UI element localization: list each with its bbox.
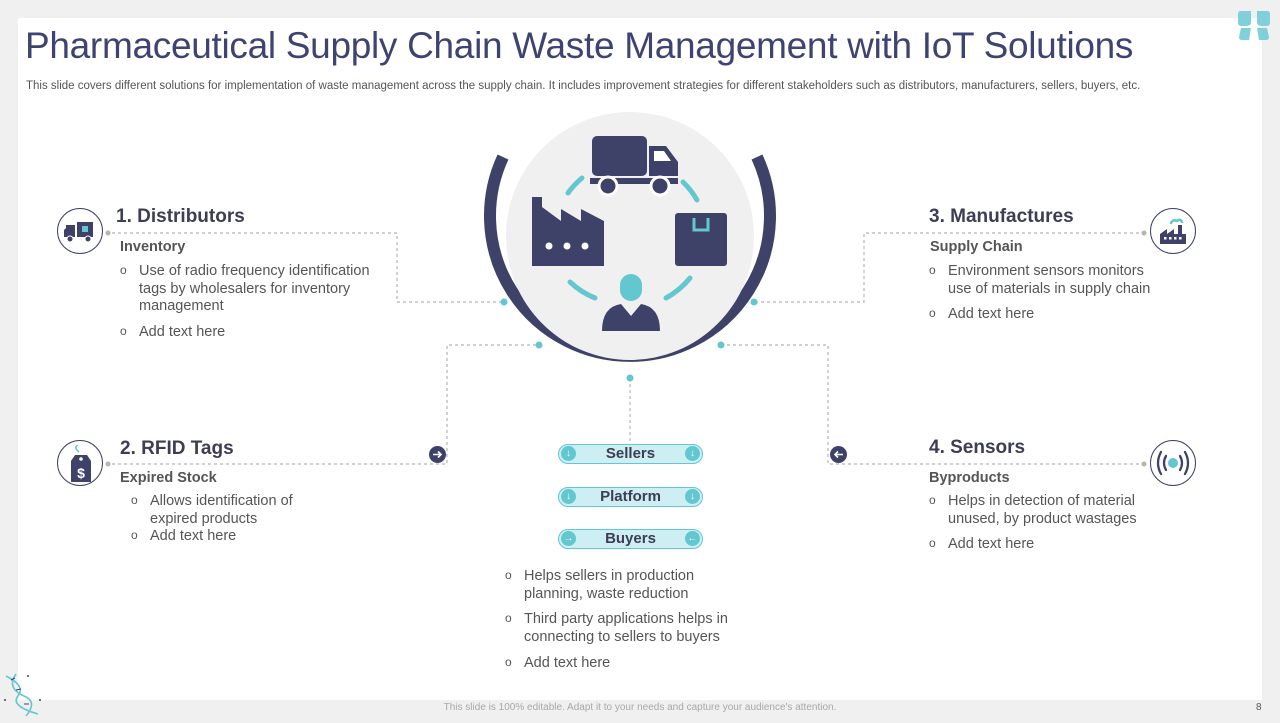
center-bullet: Third party applications helps in connec…	[505, 610, 744, 646]
manufactures-title: 3. Manufactures	[929, 206, 1074, 227]
distributors-icon-circle	[57, 208, 103, 254]
rfid-title: 2. RFID Tags	[120, 438, 234, 459]
price-tag-icon: $	[71, 445, 91, 482]
rfid-bullet: Allows identification of expired product…	[131, 492, 325, 528]
chevron-down-icon: ↓	[561, 489, 576, 504]
truck-hub-icon	[590, 134, 680, 203]
factory-hub-icon	[531, 195, 605, 272]
sensors-bullet: Add text here	[929, 535, 1163, 554]
pill-label: Platform	[600, 488, 661, 505]
arrow-right-icon: →	[561, 531, 576, 546]
footer-text: This slide is 100% editable. Adapt it to…	[443, 702, 837, 713]
central-hub	[480, 105, 780, 395]
svg-text:$: $	[77, 465, 85, 481]
arrow-right-icon	[429, 446, 446, 468]
center-bullet: Helps sellers in production planning, wa…	[505, 567, 744, 603]
sensors-title: 4. Sensors	[929, 437, 1026, 458]
chevron-down-icon: ↓	[561, 446, 576, 461]
manufactures-bullet: Environment sensors monitors use of mate…	[929, 262, 1163, 298]
sensor-icon	[1156, 450, 1190, 476]
dna-decoration-icon	[2, 670, 44, 723]
page-number: 8	[1256, 702, 1262, 713]
person-hub-icon	[602, 274, 660, 337]
distributors-bullet: Use of radio frequency identification ta…	[120, 262, 387, 316]
arrow-left-icon: ←	[685, 531, 700, 546]
rfid-subtitle: Expired Stock	[120, 470, 217, 486]
pill-sellers: ↓ Sellers ↓	[558, 444, 703, 464]
manufactures-bullet: Add text here	[929, 305, 1163, 324]
package-hub-icon	[675, 213, 727, 271]
rfid-icon-circle: $	[57, 440, 103, 486]
sensors-icon-circle	[1150, 440, 1196, 486]
distributors-subtitle: Inventory	[120, 239, 186, 255]
top-right-logo-icon	[1236, 8, 1272, 47]
sensors-bullet: Helps in detection of material unused, b…	[929, 492, 1163, 528]
arrow-left-icon	[830, 446, 847, 468]
distributors-bullet: Add text here	[120, 323, 387, 342]
truck-icon	[64, 222, 93, 243]
factory-icon	[1160, 218, 1186, 244]
pill-platform: ↓ Platform ↓	[558, 487, 703, 507]
pill-buyers: → Buyers ←	[558, 529, 703, 549]
sensors-subtitle: Byproducts	[929, 470, 1010, 486]
page-subtitle: This slide covers different solutions fo…	[26, 80, 1141, 92]
center-bullet: Add text here	[505, 654, 744, 673]
manufactures-subtitle: Supply Chain	[930, 239, 1023, 255]
page-title: Pharmaceutical Supply Chain Waste Manage…	[25, 25, 1134, 66]
manufactures-icon-circle	[1150, 208, 1196, 254]
pill-label: Buyers	[605, 530, 656, 547]
distributors-title: 1. Distributors	[116, 206, 245, 227]
pill-label: Sellers	[605, 445, 656, 462]
chevron-down-icon: ↓	[685, 489, 700, 504]
rfid-bullet: Add text here	[131, 527, 325, 546]
chevron-down-icon: ↓	[685, 446, 700, 461]
